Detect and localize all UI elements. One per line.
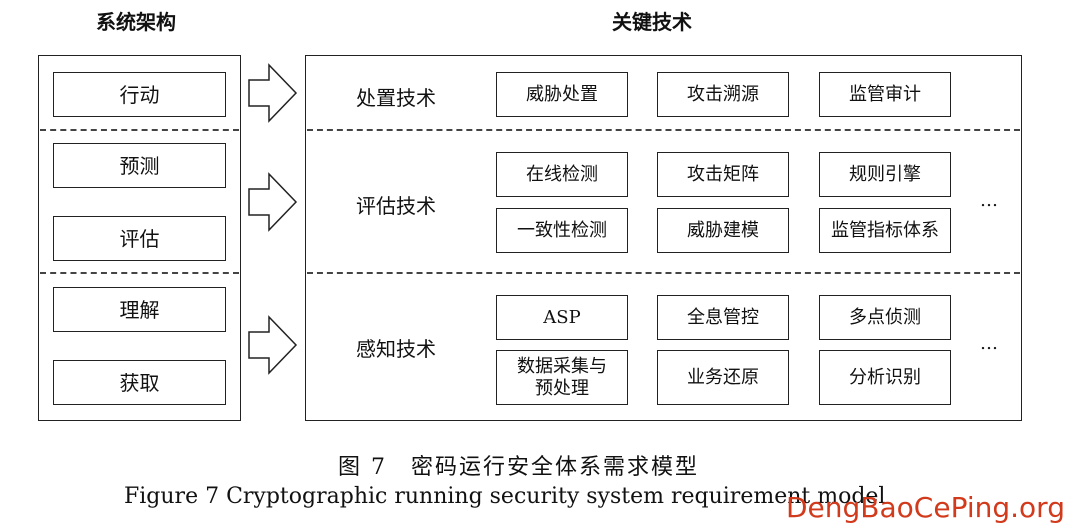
tech-box-supervision-index-system: 监管指标体系: [819, 208, 951, 253]
assessment-more-ellipsis: …: [980, 190, 998, 211]
arch-box-acquire: 获取: [53, 360, 226, 405]
assessment-tech-label: 评估技术: [356, 194, 436, 218]
tech-box-holographic-control: 全息管控: [657, 295, 789, 340]
arrow-right-icon: [248, 63, 298, 123]
arch-box-understand: 理解: [53, 287, 226, 332]
system-architecture-frame: [38, 55, 241, 421]
tech-box-data-collection-preprocessing: 数据采集与 预处理: [496, 350, 628, 405]
left-divider-bottom: [40, 272, 239, 274]
tech-box-consistency-detection: 一致性检测: [496, 208, 628, 253]
watermark-text: DengBaoCePing.org: [786, 491, 1065, 524]
tech-box-rule-engine: 规则引擎: [819, 152, 951, 197]
perception-tech-label: 感知技术: [356, 337, 436, 361]
right-divider-bottom: [307, 272, 1020, 274]
tech-box-multipoint-detection: 多点侦测: [819, 295, 951, 340]
figure-caption-english: Figure 7 Cryptographic running security …: [124, 484, 886, 509]
arch-box-predict: 预测: [53, 143, 226, 188]
left-column-header: 系统架构: [96, 10, 176, 34]
disposal-tech-label: 处置技术: [356, 86, 436, 110]
tech-box-threat-modeling: 威胁建模: [657, 208, 789, 253]
left-divider-top: [40, 129, 239, 131]
tech-box-attack-matrix: 攻击矩阵: [657, 152, 789, 197]
tech-box-supervision-audit: 监管审计: [819, 72, 951, 117]
tech-box-threat-disposal: 威胁处置: [496, 72, 628, 117]
tech-box-online-detection: 在线检测: [496, 152, 628, 197]
tech-box-attack-tracing: 攻击溯源: [657, 72, 789, 117]
arrow-right-icon: [248, 315, 298, 375]
tech-box-asp: ASP: [496, 295, 628, 340]
right-divider-top: [307, 129, 1020, 131]
tech-box-business-restoration: 业务还原: [657, 350, 789, 405]
key-technology-frame: [305, 55, 1022, 421]
arch-box-evaluate: 评估: [53, 216, 226, 261]
figure-caption-chinese: 图 7 密码运行安全体系需求模型: [338, 455, 699, 480]
right-column-header: 关键技术: [612, 10, 692, 34]
arch-box-action: 行动: [53, 72, 226, 117]
perception-more-ellipsis: …: [980, 333, 998, 354]
tech-box-analysis-identification: 分析识别: [819, 350, 951, 405]
arrow-right-icon: [248, 172, 298, 232]
